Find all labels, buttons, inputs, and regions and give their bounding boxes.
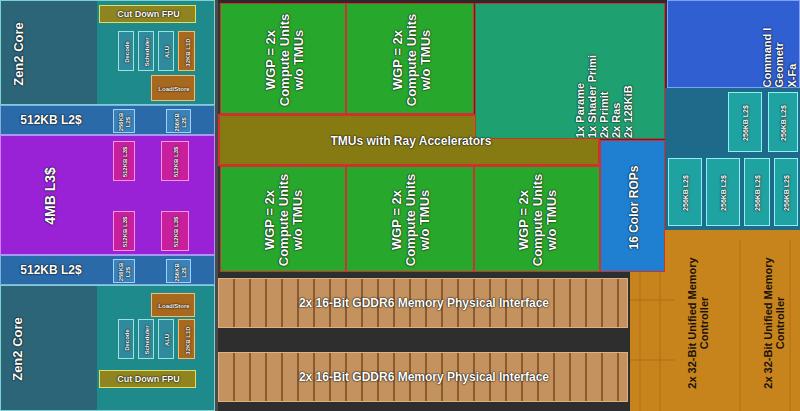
load-store-unit: Load/Store [151,293,195,317]
memory-controller: 2x 32-Bit Unified Memory Controller [752,238,796,408]
block-label: X-Fa [785,63,797,87]
l3-slice: 512KB L3$ [113,141,135,181]
l2-cache: 256KB L2$ [113,259,135,283]
block-label: 512KB L3$ [173,217,180,248]
l2-cache: 256KB L2$ [166,109,191,133]
block-label: WGP = 2x Compute Units w/o TMUs [390,169,433,271]
cache-region [665,88,800,230]
block-label: 512KB L3$ [173,147,180,178]
block-label: 256KB L2$ [118,262,131,282]
block-label: 256KB L2$ [720,175,728,211]
l3-slice: 512KB L3$ [161,141,189,181]
gpu-l2-cache: 256KB L2$ [706,158,740,226]
memory-controller: 2x 32-Bit Unified Memory Controller [676,238,720,408]
l3-slice: 512KB L3$ [161,211,189,251]
gpu-l2-cache: 256KB L2$ [744,158,770,226]
l2-cache: 256KB L2$ [113,109,135,133]
gpu-l2-cache: 256KB L2$ [768,92,798,152]
block-label: 256KB L2$ [173,112,186,132]
block-label: 256KB L2$ [118,112,131,132]
core-unit: ALU [158,31,174,71]
block-label: 2x 16-Bit GDDR6 Memory Physical Interfac… [299,297,549,310]
block-label: 256KB L2$ [682,175,690,211]
block-label: 2x Ras [610,103,622,138]
wgp-block: WGP = 2x Compute Units w/o TMUs [220,3,346,114]
rop-block: 16 Color ROPs [600,140,665,272]
wgp-block: WGP = 2x Compute Units w/o TMUs [474,166,600,272]
block-label: 2x 32-Bit Unified Memory Controller [686,240,710,406]
memory-phy-band: 2x 16-Bit GDDR6 Memory Physical Interfac… [218,278,628,328]
core-unit: Decode [118,31,134,71]
tmu-band: TMUs with Ray Accelerators [218,114,600,166]
l1-cache: 32KB L1D [178,31,195,71]
load-store-unit: Load/Store [151,75,195,101]
block-label: 2x 128KiB [622,85,634,138]
block-label: 1x Shader Primi [586,55,598,138]
block-label: Load/Store [158,86,189,93]
core-unit: Scheduler [138,319,154,359]
block-label: Decode [124,41,131,63]
gpu-l2-cache: 256KB L2$ [728,92,762,152]
block-label: 512KB L3$ [122,147,129,178]
block-label: 1x Parame [574,83,586,138]
l2-cache: 256KB L2$ [166,259,191,283]
core-unit: ALU [158,319,174,359]
core-unit: Scheduler [138,31,154,71]
block-label: ALU [164,46,171,58]
block-label: WGP = 2x Compute Units w/o TMUs [263,169,306,271]
block-label: Command I [760,27,772,87]
block-label: Load/Store [158,303,189,310]
block-label: Scheduler [144,38,151,67]
block-label: ALU [164,334,171,346]
block-label: TMUs with Ray Accelerators [331,135,492,148]
block-label: WGP = 2x Compute Units w/o TMUs [390,6,433,113]
l2-cache-band: 512KB L2$ 256KB L2$ 256KB L2$ [0,105,215,135]
block-label: Scheduler [144,326,151,355]
block-label: 2x 16-Bit GDDR6 Memory Physical Interfac… [299,371,549,384]
block-label: 256KB L2$ [742,105,750,141]
gpu-l2-cache: 256KB L2$ [668,158,702,226]
block-label: 256KB L2$ [754,175,762,211]
fpu-block: Cut Down FPU [99,5,196,23]
block-label: 256KB L2$ [173,262,186,282]
l3-cache-region: 4MB L3$ 512KB L3$ 512KB L3$ 512KB L3$ 512KB … [0,135,215,255]
block-label: WGP = 2x Compute Units w/o TMUs [517,169,560,271]
fpu-block: Cut Down FPU [99,370,196,388]
l1-cache: 32KB L1D [178,319,195,359]
block-label: 4MB L3$ [43,167,58,225]
wgp-block: WGP = 2x Compute Units w/o TMUs [220,166,346,272]
block-label: 32KB L1D [184,38,191,66]
block-label: Zen2 Core [11,22,25,86]
block-label: 512KB L2$ [20,264,81,277]
block-label: 512KB L3$ [122,217,129,248]
block-label: 2x 32-Bit Unified Memory Controller [762,240,786,406]
core-unit: Decode [118,319,134,359]
block-label: WGP = 2x Compute Units w/o TMUs [263,6,306,113]
block-label: Cut Down FPU [117,10,180,20]
block-label: Decode [124,329,131,351]
block-label: 256KB L2$ [780,105,788,141]
cpu-core: Zen2 CoreCut Down FPU Decode Scheduler ALU 3… [0,285,215,411]
block-label: 512KB L2$ [20,114,81,127]
block-label: 16 Color ROPs [627,165,640,249]
wgp-block: WGP = 2x Compute Units w/o TMUs [346,3,474,114]
block-label: 256KB L2$ [783,175,791,211]
cpu-core: Zen2 Core Cut Down FPU Decode Scheduler ALU 3… [0,0,215,105]
front-end-block: 1x Parame1x Shader Primi2x Primit2x Ras2… [475,3,665,139]
block-label: 32KB L1D [184,326,191,354]
block-label: Geometr [772,42,784,87]
block-label: 2x Primit [598,92,610,138]
l3-slice: 512KB L3$ [113,211,135,251]
memory-phy-band: 2x 16-Bit GDDR6 Memory Physical Interfac… [218,352,628,402]
block-label: Zen2 Core [11,317,25,381]
die-strip [218,272,630,411]
gpu-l2-cache: 256KB L2$ [774,158,798,226]
block-label: Cut Down FPU [117,375,180,385]
l2-cache-band: 512KB L2$ 256KB L2$ 256KB L2$ [0,255,215,285]
wgp-block: WGP = 2x Compute Units w/o TMUs [346,166,474,272]
command-block: Command IGeometrX-Fa [667,0,800,88]
